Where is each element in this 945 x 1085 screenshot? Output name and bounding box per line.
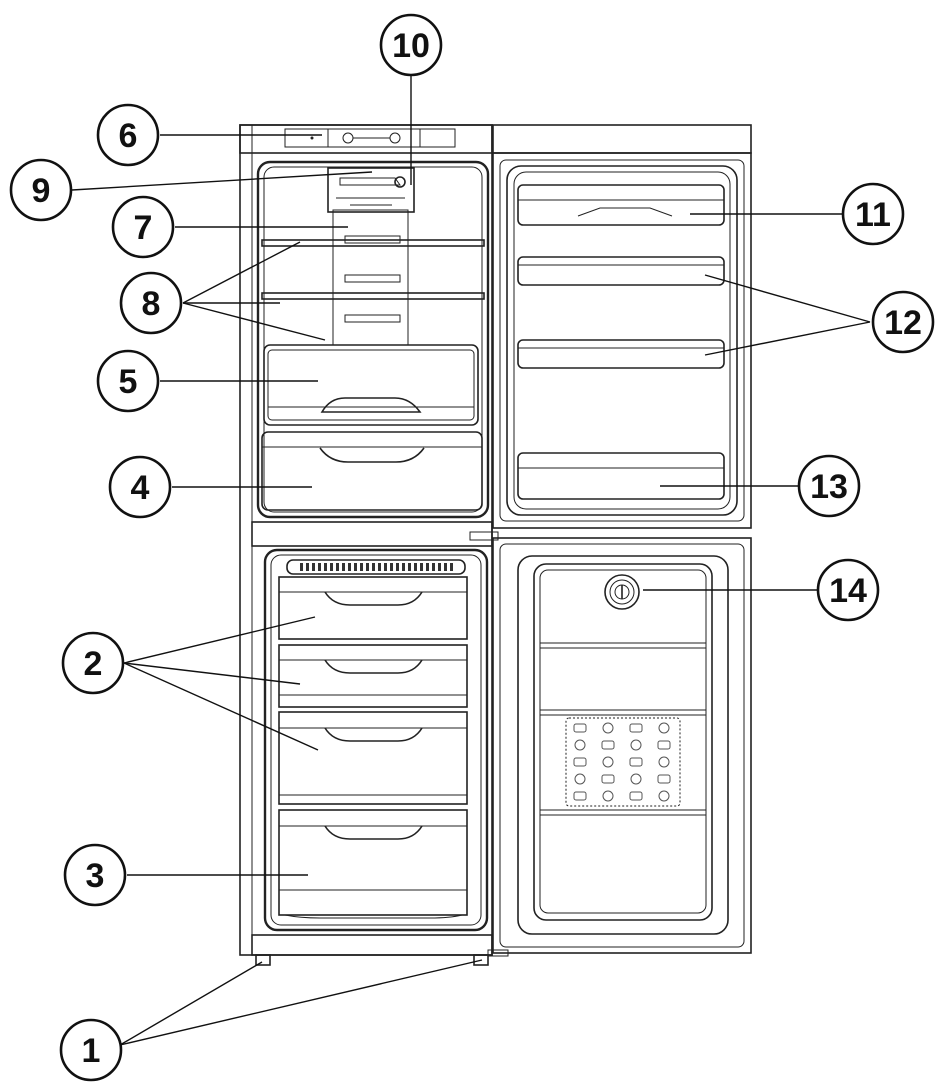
callout-number: 9 (32, 172, 51, 210)
door-bottle-shelf (517, 452, 725, 500)
callout-number: 10 (392, 27, 430, 65)
door-shelf (517, 339, 725, 369)
callout-number: 12 (884, 304, 922, 342)
freezer-drawer-bottom (278, 809, 468, 919)
control-panel (239, 124, 493, 154)
callout-8: 8 (119, 271, 183, 335)
glass-shelf (261, 292, 485, 300)
callout-circle (63, 843, 127, 907)
callout-circle (96, 349, 160, 413)
leader-lines (71, 75, 871, 1046)
foot-right (473, 954, 489, 966)
callout-3: 3 (63, 843, 127, 907)
callout-number: 13 (810, 468, 848, 506)
callout-circle (379, 13, 443, 77)
callout-circle (841, 182, 905, 246)
callout-circle (96, 103, 160, 167)
fridge-door (492, 124, 752, 529)
callout-12: 12 (871, 290, 935, 354)
callout-2: 2 (61, 631, 125, 695)
callout-number: 5 (119, 363, 138, 401)
callout-11: 11 (841, 182, 905, 246)
callout-13: 13 (797, 454, 861, 518)
freezer-door (492, 537, 752, 954)
crisper-drawer (263, 344, 479, 426)
door-dairy-compartment (517, 184, 725, 226)
callout-7: 7 (111, 195, 175, 259)
callout-circle (108, 455, 172, 519)
callout-number: 2 (84, 645, 103, 683)
freezer-compartment (263, 548, 489, 932)
fridge-compartment (256, 160, 490, 519)
callout-circle (871, 290, 935, 354)
door-shelf (517, 256, 725, 286)
thermostat-knob-icon (394, 176, 406, 188)
freezer-drawer (278, 576, 468, 640)
callout-circle (59, 1018, 123, 1082)
callout-circle (119, 271, 183, 335)
callout-circle (816, 558, 880, 622)
glass-shelf (261, 239, 485, 247)
callout-4: 4 (108, 455, 172, 519)
freezer-dial-icon (604, 574, 640, 610)
callout-number: 3 (86, 857, 105, 895)
callout-10: 10 (379, 13, 443, 77)
food-storage-pictogram (565, 717, 681, 807)
callout-circle (111, 195, 175, 259)
callout-circle (797, 454, 861, 518)
callout-1: 1 (59, 1018, 123, 1082)
callout-number: 4 (131, 469, 150, 507)
callout-circle (61, 631, 125, 695)
freezer-drawer (278, 711, 468, 805)
callout-9: 9 (9, 158, 73, 222)
callout-circle (9, 158, 73, 222)
foot-left (255, 954, 271, 966)
callout-5: 5 (96, 349, 160, 413)
light-unit (327, 167, 415, 213)
callout-number: 14 (829, 572, 867, 610)
callout-14: 14 (816, 558, 880, 622)
callout-number: 7 (134, 209, 153, 247)
callout-number: 1 (82, 1032, 101, 1070)
callout-number: 8 (142, 285, 161, 323)
freezer-drawer (278, 644, 468, 708)
callout-number: 6 (119, 117, 138, 155)
callout-6: 6 (96, 103, 160, 167)
cabinet (239, 124, 509, 966)
crisper-drawer (261, 431, 483, 511)
callout-number: 11 (855, 196, 891, 234)
